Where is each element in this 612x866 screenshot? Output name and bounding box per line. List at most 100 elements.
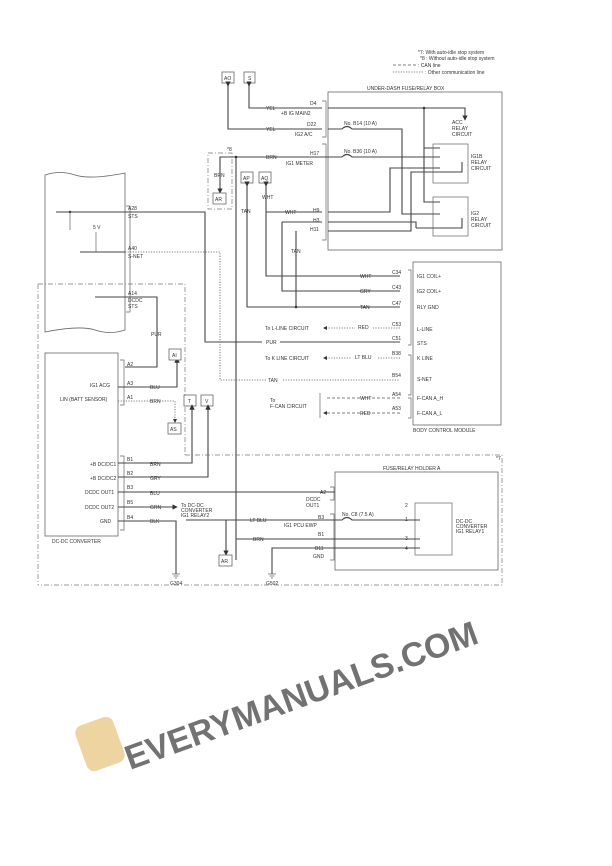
ground-g502: G502 [266,573,278,587]
svg-text:BLK: BLK [150,519,160,525]
svg-text:OUT1: OUT1 [306,503,320,509]
svg-text:F-CAN A_H: F-CAN A_H [417,396,444,402]
wire-label: YEL [266,127,276,133]
ref-label-aq: AQ [261,176,268,182]
fuse-relay-holder-a: FUSE/RELAY HOLDER A A2 DCDC OUT1 B3 IG1 … [186,466,499,574]
legend-note7: *7: With auto-idle stop system [418,50,484,56]
pin-label: H9 [313,208,320,214]
legend-note8: *8 : Without auto-idle stop system [420,56,494,62]
svg-text:B3: B3 [318,515,324,521]
wire-label: WHT [285,210,296,216]
fuse-label: No. B36 (10 A) [344,149,377,155]
watermark: EVERYMANUALS.COM [75,614,483,778]
wire-lin [118,400,177,423]
svg-text:IG1 RELAY1: IG1 RELAY1 [456,529,484,535]
pin-label: H11 [310,227,319,233]
wire-tan-c47 [244,181,400,308]
pin-label: A40 [128,246,137,252]
signal-label: IG2 A/C [295,132,313,138]
svg-text:IG1 PCU EWP: IG1 PCU EWP [284,523,317,529]
svg-text:BRN: BRN [150,399,161,405]
wire-gry-b2 [118,404,211,478]
wire-snet [125,251,400,381]
relay-label: CIRCUIT [452,132,472,138]
svg-text:B1: B1 [127,457,133,463]
svg-text:B3: B3 [127,485,133,491]
pin-label: D22 [307,122,316,128]
svg-text:IG1 RELAY2: IG1 RELAY2 [181,513,209,519]
svg-text:B5: B5 [127,500,133,506]
signal-label: IG1 METER [286,161,313,167]
relay-label: ACC [452,120,463,126]
svg-text:T: T [188,399,191,405]
relay-label: CIRCUIT [471,223,491,229]
svg-text:DCDC OUT2: DCDC OUT2 [85,505,114,511]
wire-label: BRN [214,173,225,179]
relay-label: RELAY [471,160,488,166]
voltage-label: 5 V [93,225,101,231]
svg-text:S-NET: S-NET [417,377,432,383]
wire-d4 [246,81,322,109]
engine-control-unit: A28 STS 5 V A40 S-NET A14 DCDC STS PUR [44,172,400,381]
wire-pur-a14 [95,296,158,368]
svg-text:C34: C34 [392,270,401,276]
box-title: UNDER-DASH FUSE/RELAY BOX [367,86,445,92]
ig1b-relay [432,143,469,184]
svg-text:2: 2 [405,503,408,509]
ref-label-ar-lower: AR [221,559,228,565]
svg-text:A3: A3 [127,381,133,387]
ref-label-s: S [248,76,252,82]
svg-text:B54: B54 [392,373,401,379]
wire-label: LT BLU [250,518,267,524]
svg-text:BLU: BLU [150,491,160,497]
wire-label: PUR [151,332,162,338]
ref-box-as[interactable] [167,422,182,435]
svg-text:A2: A2 [127,362,133,368]
svg-text:L-LINE: L-LINE [417,327,433,333]
svg-text:LIN (BATT SENSOR): LIN (BATT SENSOR) [60,397,108,403]
wire-label: WHT [262,195,273,201]
svg-text:C43: C43 [392,285,401,291]
note7-tag: *7 [496,456,501,462]
wire-label: LT BLU [355,355,372,361]
svg-text:IG1 ACG: IG1 ACG [90,383,110,389]
svg-text:FUSE/RELAY HOLDER A: FUSE/RELAY HOLDER A [383,466,441,472]
svg-text:F-CAN A_L: F-CAN A_L [417,411,443,417]
wire-label: WHT [360,396,371,402]
svg-text:+B DC/DC1: +B DC/DC1 [90,462,116,468]
svg-text:B11: B11 [315,546,324,552]
wire-fcan [325,397,400,413]
wire-label: TAN [360,305,370,311]
wire-blk-b4 [118,520,177,574]
svg-text:B2: B2 [127,471,133,477]
wire-brn-b1 [118,404,195,464]
svg-text:BLU: BLU [150,385,160,391]
relay-label: RELAY [471,217,488,223]
relay-label: IG2 [471,211,479,217]
ref-box-ar[interactable] [212,192,227,205]
svg-text:GND: GND [313,554,325,560]
legend-can: : CAN line [418,63,441,69]
wire-label: RED [360,411,371,417]
watermark-logo [75,716,125,772]
note8-region [207,152,233,210]
ref-box-ar-lower[interactable] [218,554,233,567]
signal-label: STS [128,214,138,220]
to-fcan-label: F-CAN CIRCUIT [270,404,307,410]
pin-label: H17 [310,151,319,157]
ground-g304: G304 [170,573,182,587]
svg-text:A54: A54 [392,392,401,398]
to-kline-label: To K LINE CIRCUIT [265,356,309,362]
svg-text:C47: C47 [392,301,401,307]
svg-text:IG2 COIL+: IG2 COIL+ [417,289,441,295]
svg-text:G502: G502 [266,581,278,587]
note7-region [38,454,503,586]
svg-text:No. C8 (7.5 A): No. C8 (7.5 A) [342,512,374,518]
ref-label-ap: AP [243,176,250,182]
pin-label: D4 [310,101,317,107]
wire-label: TAN [291,249,301,255]
wire-sts [56,211,400,343]
ref-box-ai[interactable] [168,348,182,361]
ref-label-ao: AO [224,76,231,82]
